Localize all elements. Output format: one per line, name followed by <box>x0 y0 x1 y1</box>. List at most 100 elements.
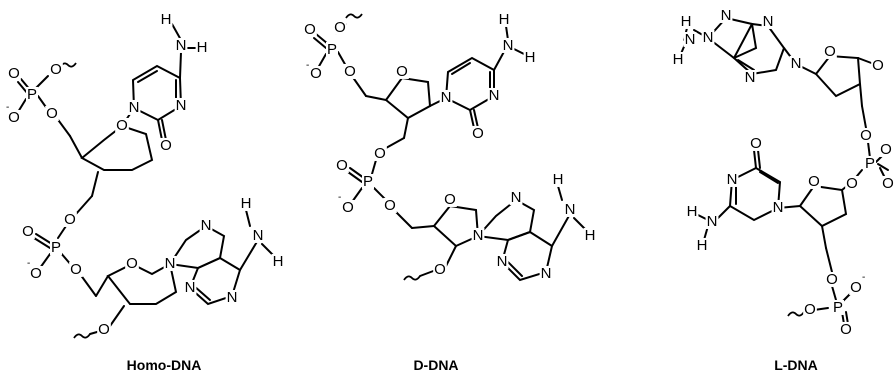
atom-label-background <box>685 203 699 219</box>
homo-sugar-ring-1 <box>69 107 154 197</box>
atom-label-background <box>705 213 719 229</box>
atom-label-background <box>195 39 209 55</box>
atom-n: N <box>773 199 784 216</box>
atom-h: H <box>553 171 564 188</box>
atom-o: O <box>46 105 58 122</box>
atom-label-background <box>127 99 141 115</box>
atom-label-background <box>125 255 139 271</box>
atom-label-background <box>309 65 323 81</box>
charge-minus: - <box>862 272 865 283</box>
atom-o: O <box>342 199 354 216</box>
atom-n: N <box>503 37 514 54</box>
atom-n: N <box>129 99 140 116</box>
atom-n: N <box>727 171 738 188</box>
atom-label-background <box>49 61 63 77</box>
atom-o: O <box>126 255 138 272</box>
atom-h: H <box>241 195 252 212</box>
atom-n: N <box>791 55 802 72</box>
atom-label-background <box>443 191 457 207</box>
atom-o: O <box>882 175 894 192</box>
atom-label-background <box>671 51 685 67</box>
atom-label-background <box>174 37 188 53</box>
atom-label-background <box>859 127 873 143</box>
atom-label-background <box>383 197 397 213</box>
atom-label-background <box>501 37 515 53</box>
d-sugar-ring-1 <box>365 76 447 139</box>
atom-h: H <box>697 237 708 254</box>
d-dna-structure: O O P O - O O N N N H H O O O P O - O O … <box>303 11 597 373</box>
atom-h: H <box>161 11 172 28</box>
atom-label-background <box>539 265 553 281</box>
atom-label-background <box>509 189 523 205</box>
atom-o: O <box>880 141 892 158</box>
atom-label-background <box>271 253 285 269</box>
atom-o: O <box>804 301 816 318</box>
atom-n: N <box>253 227 264 244</box>
atom-label-background <box>743 69 757 85</box>
atom-label-background <box>163 255 177 271</box>
atom-o: O <box>808 173 820 190</box>
atom-label-background <box>303 21 317 37</box>
atom-label-background <box>159 11 173 27</box>
atom-o: O <box>374 145 386 162</box>
atom-o: O <box>384 197 396 214</box>
atom-label-background <box>25 86 39 102</box>
atom-p: P <box>27 86 37 103</box>
atom-h: H <box>687 203 698 220</box>
atom-o: O <box>824 43 836 60</box>
caption-homo-dna: Homo-DNA <box>127 357 202 373</box>
atom-label-background <box>471 125 485 141</box>
atom-p: P <box>327 41 337 58</box>
atom-o: O <box>750 135 762 152</box>
atom-h: H <box>673 51 684 68</box>
homo-sugar-ring-2 <box>73 262 178 339</box>
atom-label-background <box>325 41 339 57</box>
atom-n: N <box>541 265 552 282</box>
charge-minus: - <box>6 102 9 113</box>
charge-minus: - <box>306 60 309 71</box>
atom-label-background <box>97 321 111 337</box>
atom-o: O <box>840 321 852 338</box>
atom-h: H <box>197 39 208 56</box>
atom-label-background <box>823 43 837 59</box>
atom-o: O <box>310 65 322 82</box>
atom-p: P <box>363 173 373 190</box>
atom-n: N <box>511 189 522 206</box>
atom-p: P <box>865 155 875 172</box>
atom-o: O <box>860 127 872 144</box>
atom-label-background <box>849 279 863 295</box>
atom-o: O <box>50 61 62 78</box>
atom-label-background <box>523 49 537 65</box>
atom-p: P <box>833 299 843 316</box>
atom-n: N <box>441 89 452 106</box>
atom-label-background <box>183 279 197 295</box>
homo-atom-labels: O O P O - O O N N N H H O O O P O - O O … <box>6 11 285 338</box>
atom-label-background <box>497 11 511 27</box>
l-sugar-ring-1 <box>795 54 875 129</box>
atom-label-background <box>771 199 785 215</box>
atom-label-background <box>701 29 715 45</box>
atom-h: H <box>273 253 284 270</box>
charge-minus: - <box>27 258 30 269</box>
atom-label-background <box>825 271 839 287</box>
atom-label-background <box>159 137 173 153</box>
atom-n: N <box>721 7 732 24</box>
atom-o: O <box>98 321 110 338</box>
atom-o: O <box>30 265 42 282</box>
atom-label-background <box>749 135 763 151</box>
atom-n: N <box>745 69 756 86</box>
atom-label-background <box>679 13 693 29</box>
d-sugar-ring-2 <box>403 204 480 281</box>
charge-minus: - <box>338 192 341 203</box>
atom-h: H <box>525 49 536 66</box>
atom-label-background <box>69 261 83 277</box>
d-atom-labels: O O P O - O O N N N H H O O O P O - O O … <box>303 11 597 282</box>
atom-n: N <box>201 217 212 234</box>
atom-p: P <box>51 239 61 256</box>
atom-o: O <box>444 191 456 208</box>
atom-label-background <box>471 227 485 243</box>
atom-label-background <box>7 109 21 125</box>
atom-n: N <box>565 201 576 218</box>
atom-label-background <box>789 55 803 71</box>
atom-o: O <box>336 157 348 174</box>
